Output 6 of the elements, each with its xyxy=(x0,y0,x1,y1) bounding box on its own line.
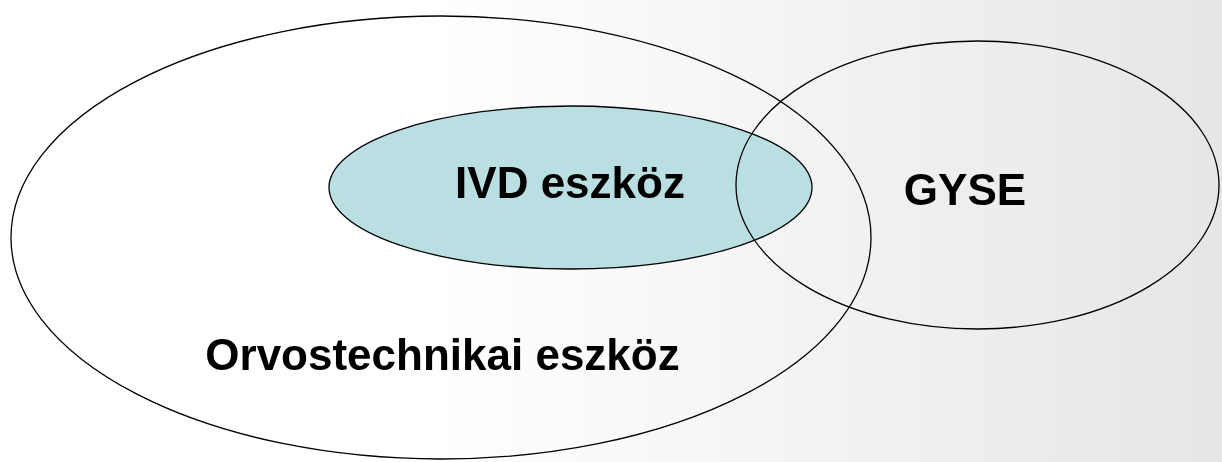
set-ellipse xyxy=(735,40,1220,330)
set-ellipse xyxy=(328,105,813,270)
set-label: IVD eszköz xyxy=(454,161,686,205)
set-label: GYSE xyxy=(902,168,1028,212)
set-label: Orvostechnikai eszköz xyxy=(204,333,681,377)
set-ellipse xyxy=(10,15,872,460)
